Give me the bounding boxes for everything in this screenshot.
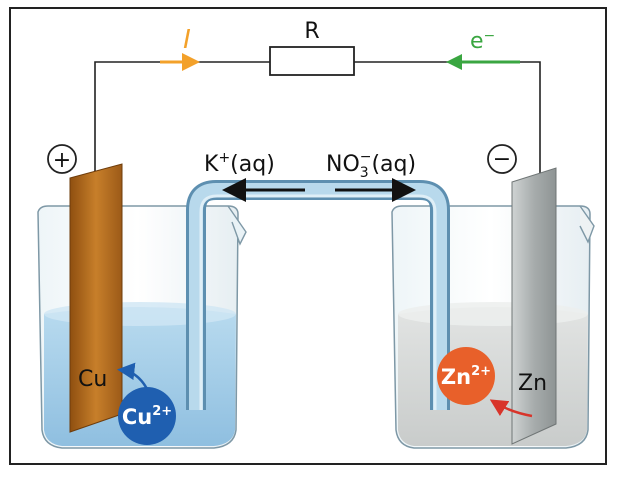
resistor (269, 46, 355, 76)
zinc-ion (437, 347, 495, 405)
positive-sign: + (53, 148, 71, 173)
electron-label: e− (470, 28, 495, 54)
anion-label: NO3−(aq) (326, 149, 416, 181)
left-wire (94, 61, 270, 208)
copper-ion (118, 387, 176, 445)
copper-ion-label: Cu2+ (122, 404, 172, 429)
zinc-ion-arrow (489, 399, 533, 418)
copper-electrode-label: Cu (78, 367, 107, 392)
current-arrowhead (182, 53, 200, 71)
resistor-label: R (304, 19, 319, 44)
zinc-electrode-label: Zn (518, 371, 547, 396)
zinc-ion-label: Zn2+ (441, 364, 491, 389)
salt-bridge (186, 178, 450, 410)
electron-arrowhead (446, 54, 462, 70)
current-label: I (183, 25, 191, 55)
cation-label: K+(aq) (204, 150, 275, 177)
right-beaker (391, 205, 595, 449)
positive-terminal-icon (47, 144, 77, 174)
left-beaker-spout (227, 205, 247, 246)
right-beaker-spout (579, 205, 595, 244)
negative-sign: − (493, 147, 511, 172)
negative-terminal-icon (487, 144, 517, 174)
external-circuit (94, 61, 541, 208)
right-wire (354, 61, 541, 182)
zinc-electrode (511, 167, 557, 445)
